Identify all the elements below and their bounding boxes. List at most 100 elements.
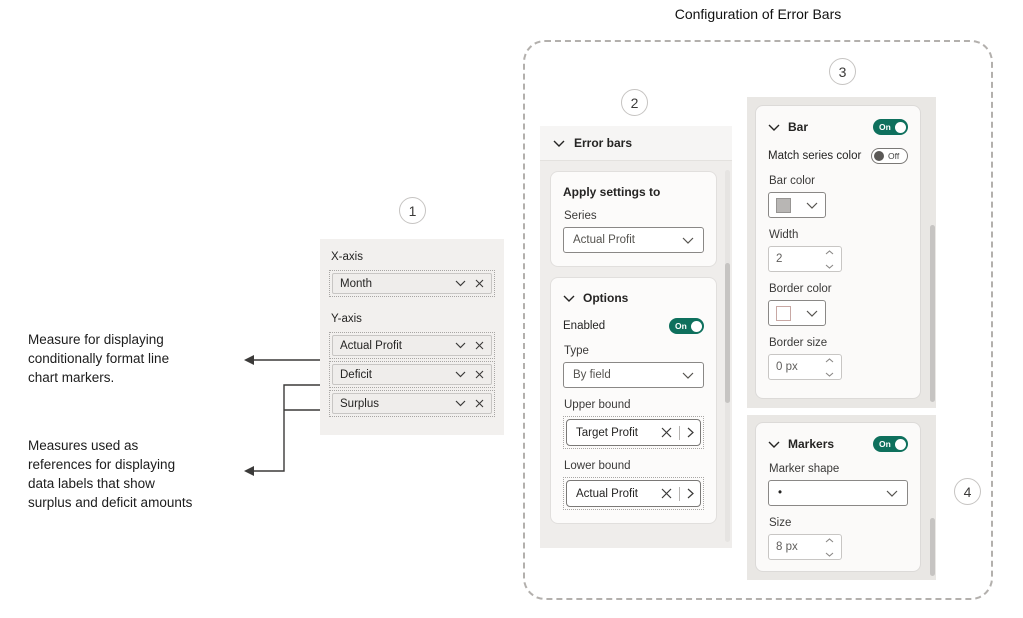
- y-axis-well-slot-2[interactable]: Deficit: [329, 361, 495, 388]
- chevron-down-icon: [768, 124, 780, 131]
- border-size-value: 0 px: [776, 361, 798, 373]
- chevron-down-icon[interactable]: [455, 280, 466, 287]
- upper-bound-well[interactable]: Target Profit: [563, 416, 704, 449]
- chevron-right-icon[interactable]: [687, 427, 694, 438]
- markers-toggle[interactable]: On: [873, 436, 908, 452]
- chevron-down-icon[interactable]: [455, 342, 466, 349]
- figure-title: Configuration of Error Bars: [674, 6, 842, 22]
- width-stepper[interactable]: 2: [768, 246, 842, 272]
- border-color-dropdown[interactable]: [768, 300, 826, 326]
- y-axis-well-slot-1[interactable]: Actual Profit: [329, 332, 495, 359]
- note2-line3: data labels that show: [28, 475, 155, 491]
- toggle-state-label: On: [879, 439, 891, 449]
- field-chip-month[interactable]: Month: [332, 273, 492, 294]
- lower-bound-field-chip[interactable]: Actual Profit: [566, 480, 701, 507]
- x-axis-well[interactable]: Month: [329, 270, 495, 297]
- remove-field-icon[interactable]: [475, 399, 484, 408]
- options-card: Options Enabled On Type By field Upper b…: [550, 277, 717, 524]
- markers-header-label: Markers: [788, 437, 835, 451]
- scrollbar-thumb[interactable]: [725, 263, 730, 403]
- note2-line2: references for displaying: [28, 456, 176, 472]
- marker-shape-label: Marker shape: [769, 463, 840, 475]
- bar-toggle[interactable]: On: [873, 119, 908, 135]
- scrollbar-thumb[interactable]: [930, 518, 935, 576]
- marker-shape-dropdown[interactable]: •: [768, 480, 908, 506]
- field-wells-panel: X-axis Month Y-axis Actual Profit Defici…: [320, 239, 504, 435]
- remove-field-icon[interactable]: [661, 427, 672, 438]
- note1-line1: Measure for displaying: [28, 332, 164, 347]
- toggle-state-label: On: [675, 321, 687, 331]
- upper-bound-label: Upper bound: [564, 399, 631, 411]
- bar-section-header[interactable]: Bar: [768, 120, 808, 134]
- apply-settings-card: Apply settings to Series Actual Profit: [550, 171, 717, 267]
- lower-bound-well[interactable]: Actual Profit: [563, 477, 704, 510]
- field-chip-actual-profit[interactable]: Actual Profit: [332, 335, 492, 356]
- field-chip-label: Surplus: [340, 397, 379, 410]
- spin-down-icon[interactable]: [825, 368, 834, 380]
- toggle-knob: [691, 320, 702, 332]
- type-label: Type: [564, 345, 589, 357]
- field-chip-deficit[interactable]: Deficit: [332, 364, 492, 385]
- lower-bound-label: Lower bound: [564, 460, 631, 472]
- spin-up-icon[interactable]: [825, 534, 834, 546]
- marker-size-label: Size: [769, 517, 792, 529]
- border-color-label: Border color: [769, 283, 832, 295]
- series-dropdown-value: Actual Profit: [573, 234, 635, 246]
- type-dropdown[interactable]: By field: [563, 362, 704, 388]
- spin-up-icon[interactable]: [825, 246, 834, 258]
- options-section-header[interactable]: Options: [563, 291, 704, 305]
- chevron-down-icon[interactable]: [455, 400, 466, 407]
- match-series-color-toggle[interactable]: Off: [871, 148, 908, 164]
- y-axis-label: Y-axis: [331, 313, 362, 325]
- note2-line4: surplus and deficit amounts: [28, 494, 193, 510]
- bound-field-label: Actual Profit: [576, 487, 638, 500]
- bar-color-label: Bar color: [769, 175, 816, 187]
- remove-field-icon[interactable]: [475, 279, 484, 288]
- upper-bound-field-chip[interactable]: Target Profit: [566, 419, 701, 446]
- bar-color-swatch: [776, 197, 791, 213]
- toggle-knob: [895, 121, 906, 133]
- marker-size-value: 8 px: [776, 541, 798, 553]
- spin-up-icon[interactable]: [825, 354, 834, 366]
- callout-2-label: 2: [630, 94, 639, 111]
- remove-field-icon[interactable]: [475, 341, 484, 350]
- series-dropdown[interactable]: Actual Profit: [563, 227, 704, 253]
- type-dropdown-value: By field: [573, 369, 611, 381]
- remove-field-icon[interactable]: [661, 488, 672, 499]
- error-bars-header-label: Error bars: [574, 136, 633, 150]
- chevron-down-icon: [886, 490, 898, 497]
- separator: [679, 425, 680, 440]
- chevron-down-icon[interactable]: [455, 371, 466, 378]
- width-label: Width: [769, 229, 799, 241]
- y-axis-well-slot-3[interactable]: Surplus: [329, 390, 495, 417]
- callout-2: 2: [621, 89, 648, 116]
- note1-line3: chart markers.: [28, 369, 115, 385]
- border-size-label: Border size: [769, 337, 828, 349]
- spin-down-icon[interactable]: [825, 548, 834, 560]
- bound-field-label: Target Profit: [576, 426, 638, 439]
- separator: [679, 486, 680, 501]
- chevron-down-icon: [553, 140, 565, 147]
- toggle-knob: [895, 438, 906, 450]
- callout-4-label: 4: [963, 483, 972, 500]
- border-color-swatch: [776, 305, 791, 321]
- field-chip-surplus[interactable]: Surplus: [332, 393, 492, 414]
- scrollbar-thumb[interactable]: [930, 225, 935, 402]
- marker-shape-value: •: [778, 487, 783, 499]
- marker-size-stepper[interactable]: 8 px: [768, 534, 842, 560]
- note-conditional-markers: Measure for displaying conditionally for…: [28, 331, 169, 388]
- spin-down-icon[interactable]: [825, 260, 834, 272]
- bar-color-dropdown[interactable]: [768, 192, 826, 218]
- markers-section-header[interactable]: Markers: [768, 437, 834, 451]
- error-bars-section-header[interactable]: Error bars: [540, 126, 732, 161]
- enabled-label: Enabled: [563, 320, 606, 332]
- remove-field-icon[interactable]: [475, 370, 484, 379]
- chevron-right-icon[interactable]: [687, 488, 694, 499]
- width-value: 2: [776, 253, 783, 265]
- border-size-stepper[interactable]: 0 px: [768, 354, 842, 380]
- match-series-color-label: Match series color: [768, 150, 862, 162]
- enabled-toggle[interactable]: On: [669, 318, 704, 334]
- callout-3-label: 3: [838, 63, 847, 80]
- callout-1: 1: [399, 197, 426, 224]
- note-reference-measures: Measures used as references for displayi…: [28, 437, 192, 513]
